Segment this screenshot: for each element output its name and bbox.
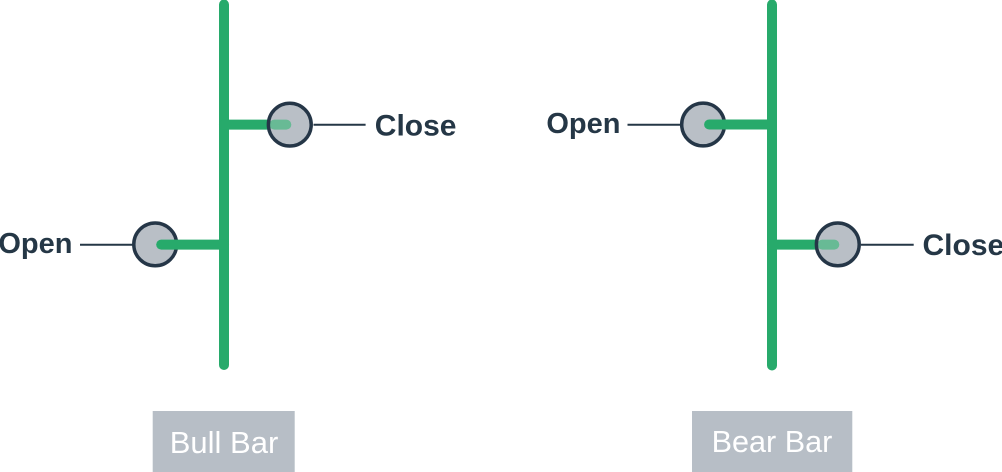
svg-text:Bear Bar: Bear Bar bbox=[712, 425, 833, 459]
svg-text:Close: Close bbox=[923, 229, 1002, 262]
svg-text:Close: Close bbox=[375, 110, 457, 143]
svg-text:Open: Open bbox=[546, 108, 620, 140]
svg-text:Bull Bar: Bull Bar bbox=[170, 425, 279, 460]
svg-text:Open: Open bbox=[0, 228, 73, 260]
